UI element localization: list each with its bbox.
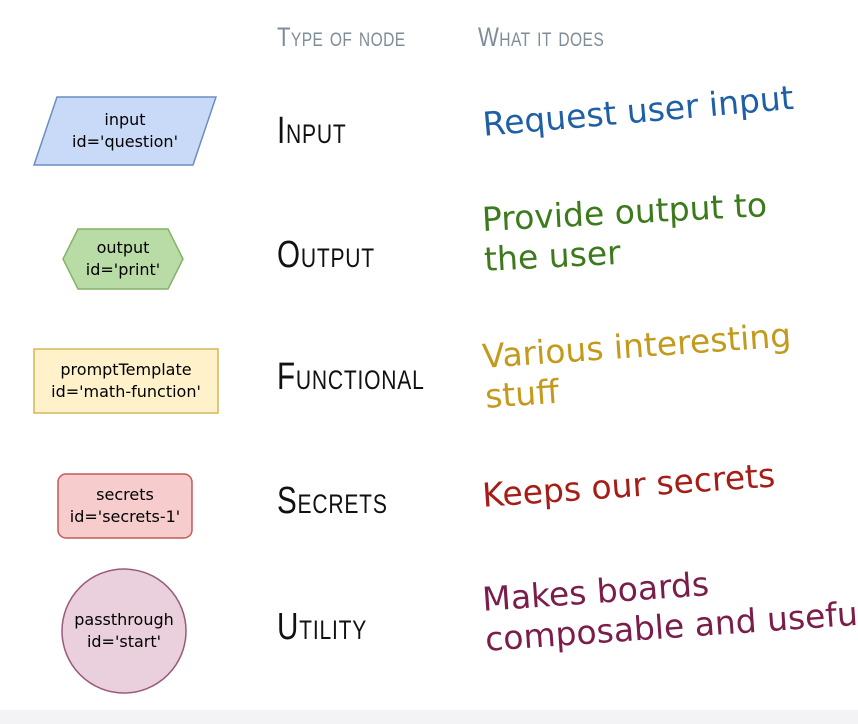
desc-input: Request user input [481,78,795,145]
output-node-shape: output id='print' [62,228,184,290]
header-type-of-node: Type of node [277,22,406,52]
type-label-output: Output [277,234,375,276]
desc-line: Request user input [481,77,796,144]
node-name: input [104,110,146,130]
node-id: id='secrets-1' [69,507,181,526]
desc-line: Keeps our secrets [481,455,777,515]
hexagon-shape [62,228,184,290]
type-label-input: Input [277,110,347,152]
circle-shape [61,568,187,694]
node-name: passthrough [74,610,174,630]
header-what-it-does: What it does [478,22,605,52]
node-name: output [96,238,150,258]
node-name: promptTemplate [60,360,192,380]
node-id: id='start' [86,632,162,651]
parallelogram-shape [33,96,217,166]
secrets-node-shape: secrets id='secrets-1' [57,473,193,539]
utility-node-shape: passthrough id='start' [60,567,188,695]
function-node-shape: promptTemplate id='math-function' [33,348,219,414]
bottom-divider [0,710,858,724]
input-node-shape: input id='question' [33,96,217,166]
type-label-utility: Utility [277,606,368,648]
rectangle-shape [33,348,219,414]
type-label-functional: Functional [277,356,425,398]
node-id: id='print' [85,260,161,279]
node-id: id='math-function' [51,382,201,401]
desc-functional: Various interesting stuff [481,315,795,416]
type-label-secrets: Secrets [277,480,388,522]
desc-output: Provide output to the user [481,185,770,279]
desc-utility: Makes boards composable and useful [481,553,858,659]
rounded-rectangle-shape [57,473,193,539]
node-id: id='question' [72,132,178,151]
node-name: secrets [96,485,154,505]
desc-secrets: Keeps our secrets [481,456,776,516]
